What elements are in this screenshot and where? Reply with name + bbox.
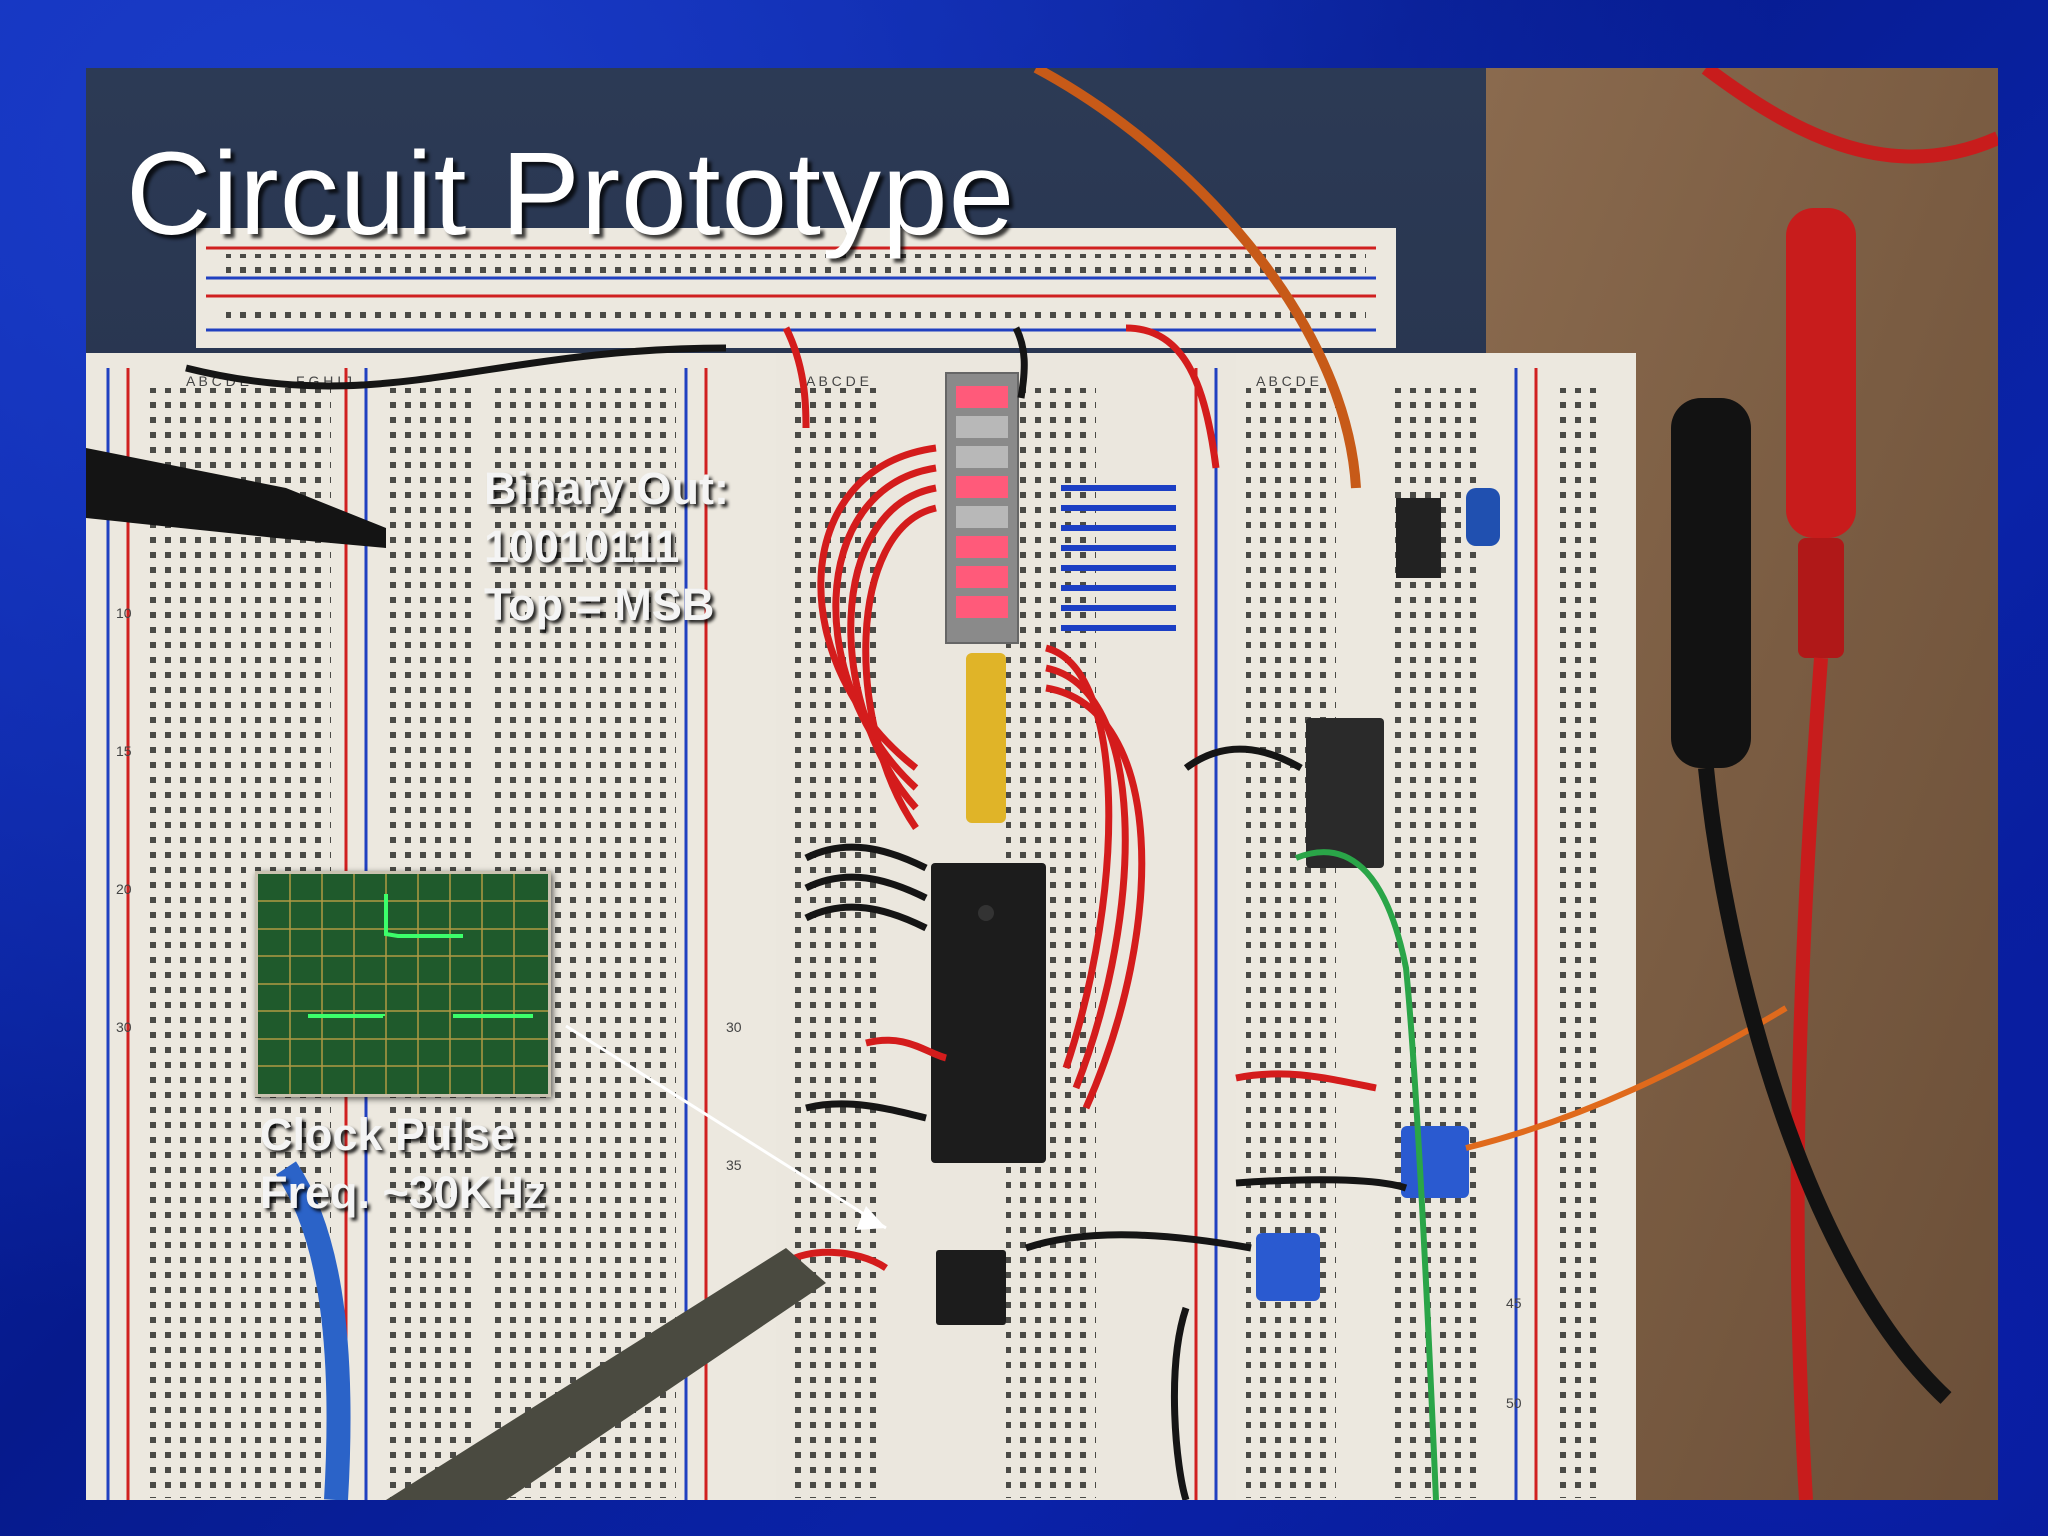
row-number: 45 [1506,1295,1522,1311]
circuit-photo: A B C D E F G H I J A B C D E A B C D E … [86,68,1998,1500]
trimmer-pot-2 [1256,1233,1320,1301]
red-wires [782,324,1377,1271]
row-number: 10 [116,605,132,621]
row-number: 30 [726,1019,742,1035]
orange-wire [1465,1005,1788,1151]
black-clip-left [86,448,386,548]
row-number: 35 [726,1157,742,1173]
scope-trace [308,894,533,1018]
scope-probe [386,1248,826,1500]
top-power-strip [196,228,1396,348]
breadboard-left [86,353,776,1500]
orange-wire-top [1033,68,1361,489]
clock-frequency: Freq. ~30KHz [260,1167,547,1218]
black-wires [185,326,1408,1500]
chip-notch [978,905,994,921]
annotation-arrowhead [856,1206,886,1230]
binary-out-note: Top = MSB [484,579,715,630]
led-segment [956,476,1008,498]
microcontroller-chip [931,863,1046,1163]
oscilloscope-inset [255,871,551,1097]
blue-probe-cable [275,1161,351,1500]
led-bar-graph [945,372,1019,644]
led-segment [956,506,1008,528]
led-segment [956,386,1008,408]
green-wire [1294,849,1439,1500]
led-segment [956,566,1008,588]
led-segment [956,446,1008,468]
binary-out-value: 10010111 [484,521,680,572]
clock-pulse-label: Clock Pulse [260,1109,516,1160]
black-alligator-clip [1671,398,1952,1404]
binary-out-label: Binary Out: [484,463,730,514]
trimmer-pot-1 [1401,1126,1469,1198]
binary-out-caption: Binary Out: 10010111 Top = MSB [484,460,729,634]
row-number: 50 [1506,1395,1522,1411]
annotation-arrow [565,1024,887,1230]
led-segment [956,536,1008,558]
row-number: 30 [116,1019,132,1035]
red-alligator-clip [1786,208,1856,1500]
row-number: 20 [116,881,132,897]
slide-title: Circuit Prototype [126,128,1016,260]
secondary-chip [1306,718,1384,868]
led-segment [956,416,1008,438]
red-lead-wire [1701,68,1998,164]
timer-chip [936,1250,1006,1325]
row-number: 15 [116,743,132,759]
voltage-regulator [1396,498,1441,578]
row-letters-right-a: A B C D E [1256,373,1319,389]
blue-wires [1061,485,1176,631]
electrolytic-capacitor [1466,488,1500,546]
row-letters-mid-a: A B C D E [806,373,869,389]
clock-pulse-caption: Clock Pulse Freq. ~30KHz [260,1106,546,1222]
resistor-network [966,653,1006,823]
led-segment [956,596,1008,618]
